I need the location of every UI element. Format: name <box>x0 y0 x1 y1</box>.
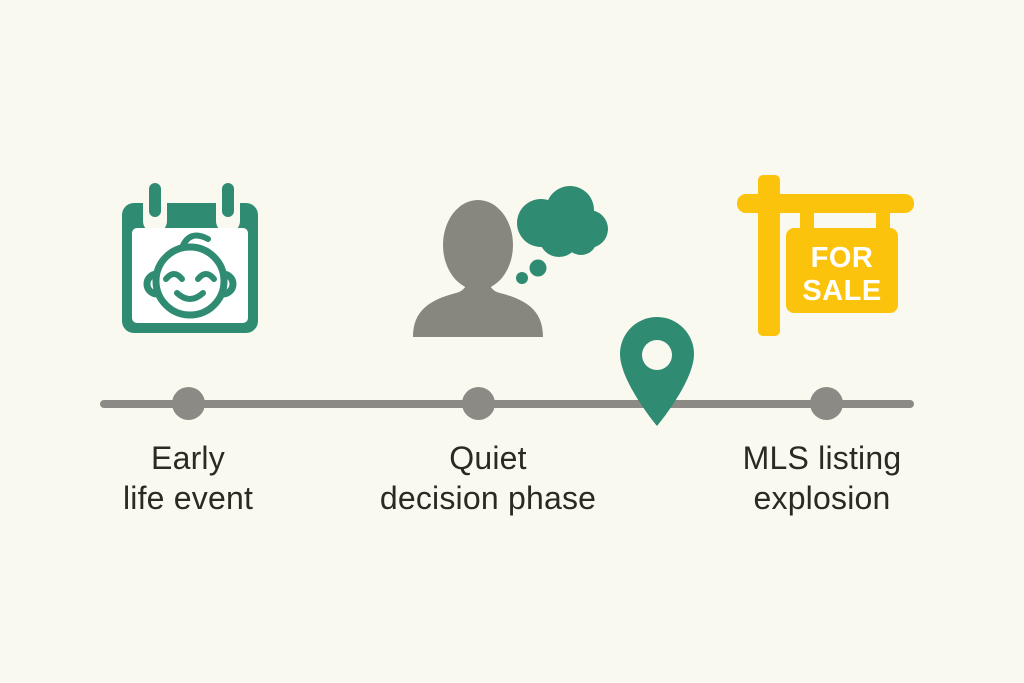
timeline-line <box>100 400 914 408</box>
stage-label-early-life-event: Early life event <box>122 440 254 516</box>
timeline-dot-mls-listing-explosion <box>810 387 843 420</box>
baby-calendar-icon <box>122 183 258 333</box>
timeline-dot-early-life-event <box>172 387 205 420</box>
person-thinking-icon <box>413 186 608 337</box>
for-sale-text-line1: FOR <box>811 242 874 274</box>
location-pin-icon <box>620 317 694 426</box>
timeline-dot-quiet-decision-phase <box>462 387 495 420</box>
for-sale-sign-icon: FOR SALE <box>737 175 914 336</box>
for-sale-text-line2: SALE <box>802 275 881 307</box>
stage-label-mls-listing-explosion: MLS listing explosion <box>742 440 902 516</box>
thought-bubble-icon <box>516 186 608 284</box>
stage-label-quiet-decision-phase: Quiet decision phase <box>379 440 597 516</box>
